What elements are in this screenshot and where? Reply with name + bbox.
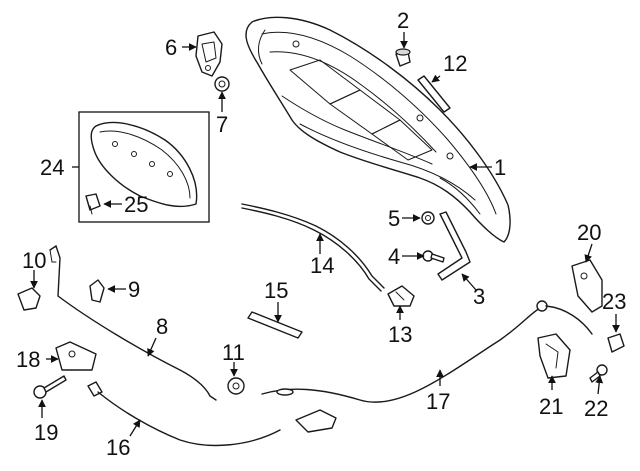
callout-9: 9 bbox=[128, 277, 140, 302]
hood-hinge-bracket bbox=[195, 31, 223, 77]
prop-rod bbox=[241, 203, 385, 292]
callout-25: 25 bbox=[124, 192, 148, 217]
callout-15: 15 bbox=[264, 278, 288, 303]
hood-panel bbox=[245, 16, 511, 243]
callout-14: 14 bbox=[310, 253, 334, 278]
callout-18: 18 bbox=[16, 347, 40, 372]
hood-seal bbox=[247, 311, 303, 339]
callout-5: 5 bbox=[388, 206, 400, 231]
bumper-stop bbox=[395, 48, 411, 67]
callout-16: 16 bbox=[106, 435, 130, 460]
primary-latch bbox=[537, 333, 571, 379]
callout-1: 1 bbox=[494, 155, 506, 180]
release-rod bbox=[49, 244, 217, 401]
callout-7: 7 bbox=[216, 112, 228, 137]
seal-strip bbox=[417, 75, 451, 113]
handle-screw bbox=[33, 375, 67, 399]
latch-bolt bbox=[589, 364, 608, 383]
callout-19: 19 bbox=[34, 420, 58, 445]
leader-lines bbox=[30, 32, 620, 437]
release-bracket bbox=[17, 287, 41, 311]
hood-latch bbox=[387, 285, 415, 307]
callout-labels: 1 2 3 4 5 6 7 8 9 10 11 12 13 14 15 16 1… bbox=[16, 8, 626, 460]
callout-10: 10 bbox=[22, 248, 46, 273]
callout-4: 4 bbox=[388, 244, 400, 269]
release-cable-lower bbox=[87, 381, 337, 447]
callout-20: 20 bbox=[577, 220, 601, 245]
striker-bracket bbox=[437, 211, 471, 281]
hinge-nut bbox=[214, 76, 230, 92]
callout-6: 6 bbox=[165, 35, 177, 60]
release-cable-upper bbox=[261, 300, 593, 403]
callout-21: 21 bbox=[539, 394, 563, 419]
callout-2: 2 bbox=[397, 8, 409, 33]
callout-8: 8 bbox=[156, 314, 168, 339]
callout-13: 13 bbox=[388, 322, 412, 347]
cable-clip bbox=[607, 333, 625, 353]
callout-11: 11 bbox=[222, 340, 245, 365]
callout-23: 23 bbox=[602, 289, 626, 314]
release-handle bbox=[55, 341, 97, 371]
bracket-bolt bbox=[422, 250, 445, 263]
callout-3: 3 bbox=[473, 284, 485, 309]
hood-insulator bbox=[90, 121, 198, 208]
support-nut bbox=[421, 211, 435, 225]
callout-12: 12 bbox=[443, 51, 467, 76]
callout-17: 17 bbox=[426, 389, 450, 414]
rod-clip bbox=[89, 279, 105, 303]
insulator-retainer-clip bbox=[85, 193, 101, 215]
callout-24: 24 bbox=[40, 155, 64, 180]
cable-grommet bbox=[227, 377, 245, 395]
lock-bracket bbox=[571, 259, 603, 313]
callout-22: 22 bbox=[584, 396, 608, 421]
